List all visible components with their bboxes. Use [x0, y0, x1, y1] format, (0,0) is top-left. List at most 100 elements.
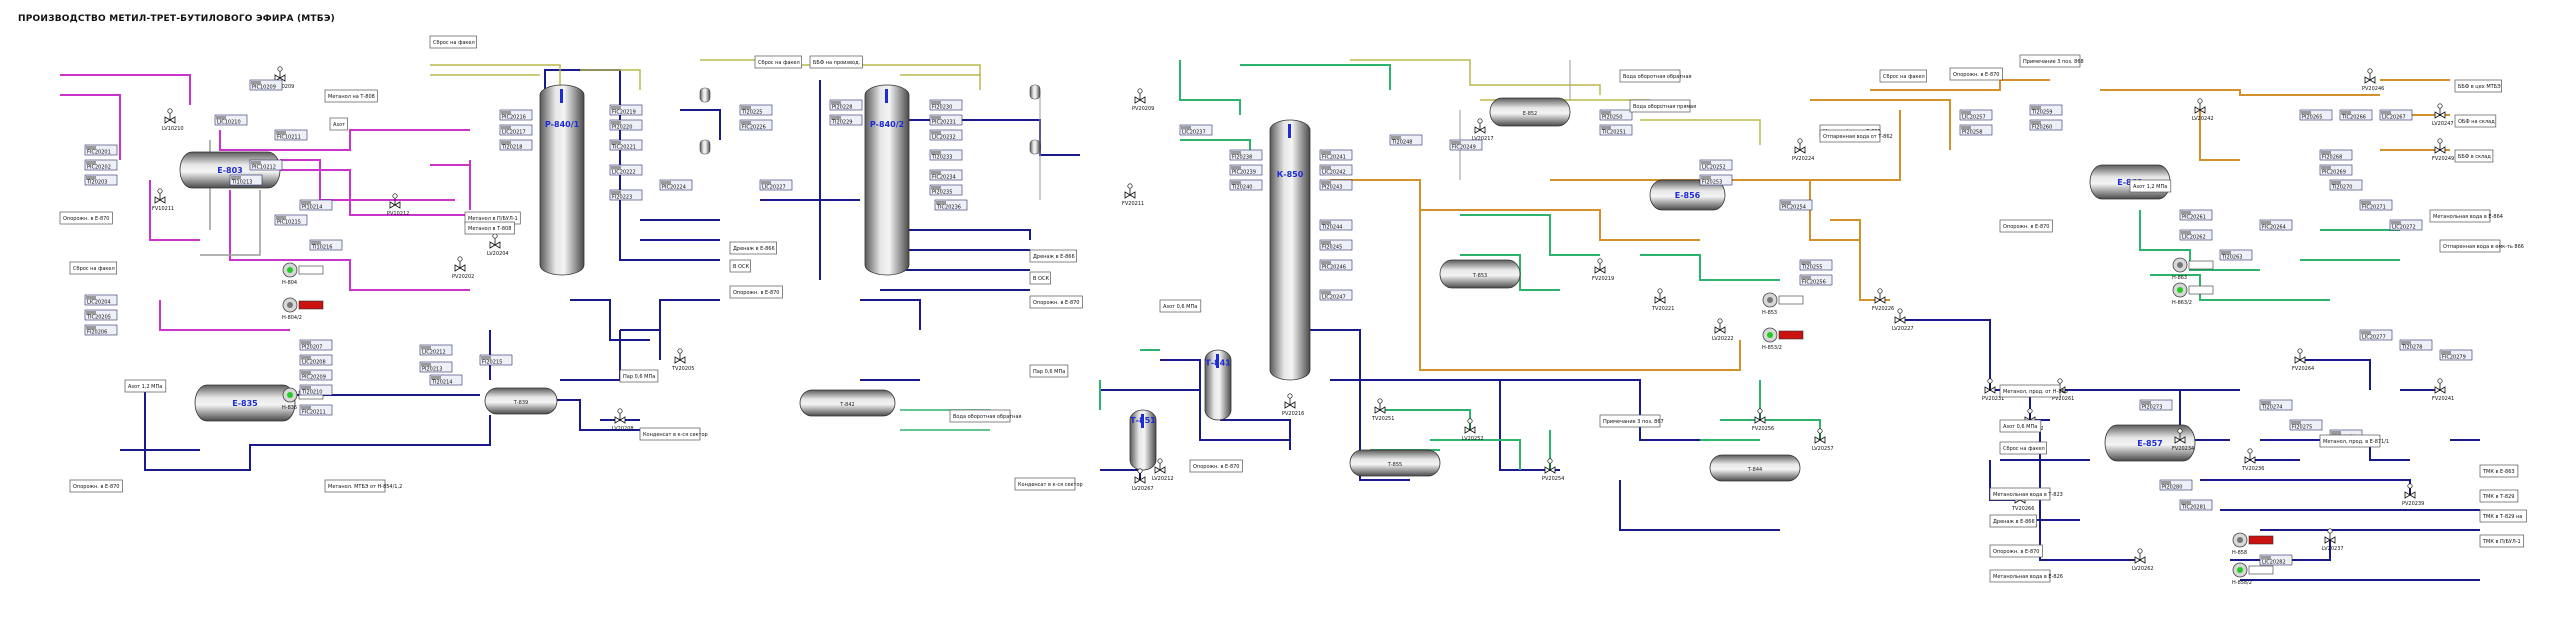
valve-lv20247[interactable]: LV20247	[2432, 103, 2454, 127]
vessel-e-852[interactable]: Е-852	[1489, 97, 1571, 127]
instrument-tag[interactable]: TI20255	[1799, 259, 1833, 271]
valve-lv20262[interactable]: LV20262	[2132, 548, 2154, 572]
vessel-e-857[interactable]: Е-857	[2104, 424, 2196, 462]
instrument-tag[interactable]: TI20278	[2399, 339, 2433, 351]
instrument-tag[interactable]: TI20248	[1389, 134, 1423, 146]
valve-tv20251[interactable]: TV20251	[1371, 398, 1394, 422]
instrument-tag[interactable]: LIC10210	[214, 114, 248, 126]
valve-pv20239[interactable]: PV20239	[2402, 483, 2424, 507]
instrument-tag[interactable]: PI20213	[419, 361, 453, 373]
valve-fv20211[interactable]: FV20211	[1122, 183, 1144, 207]
instrument-tag[interactable]: FIC20211	[299, 404, 333, 416]
instrument-tag[interactable]: PI20235	[929, 184, 963, 196]
instrument-tag[interactable]: TI20270	[2329, 179, 2363, 191]
instrument-tag[interactable]: LIC20237	[1179, 124, 1213, 136]
instrument-tag[interactable]: TI20244	[1319, 219, 1353, 231]
instrument-tag[interactable]: TI10213	[229, 174, 263, 186]
instrument-tag[interactable]: FIC20256	[1799, 274, 1833, 286]
instrument-tag[interactable]: PI20258	[1959, 124, 1993, 136]
instrument-tag[interactable]: LIC20267	[2379, 109, 2413, 121]
valve-lv20204[interactable]: LV20204	[487, 233, 509, 257]
valve-pv20254[interactable]: PV20254	[1542, 458, 1564, 482]
valve-fv20219[interactable]: FV20219	[1592, 258, 1614, 282]
instrument-tag[interactable]: LIC20272	[2389, 219, 2423, 231]
instrument-tag[interactable]: FI20215	[479, 354, 513, 366]
vessel-t-853[interactable]: Т-853	[1439, 259, 1521, 289]
valve-lv20222[interactable]: LV20222	[1712, 318, 1734, 342]
valve-fv10211[interactable]: FV10211	[152, 188, 174, 212]
instrument-tag[interactable]: PIC20224	[659, 179, 693, 191]
instrument-tag[interactable]: LIC20242	[1319, 164, 1353, 176]
instrument-tag[interactable]: TI20263	[2219, 249, 2253, 261]
valve-lv20217[interactable]: LV20217	[1472, 118, 1494, 142]
instrument-tag[interactable]: TI20229	[829, 114, 863, 126]
valve-lv20237[interactable]: LV20237	[2322, 528, 2344, 552]
valve-fv20241[interactable]: FV20241	[2432, 378, 2454, 402]
instrument-tag[interactable]: LIC20282	[2259, 554, 2293, 566]
instrument-tag[interactable]: PIC20254	[1779, 199, 1813, 211]
instrument-tag[interactable]: FI20206	[84, 324, 118, 336]
instrument-tag[interactable]: FI20238	[1229, 149, 1263, 161]
instrument-tag[interactable]: TI20210	[299, 384, 333, 396]
vessel-p-840-1[interactable]: Р-840/1	[539, 84, 585, 276]
valve-pv20209[interactable]: PV20209	[1132, 88, 1154, 112]
instrument-tag[interactable]: FIC20234	[929, 169, 963, 181]
instrument-tag[interactable]: FI20245	[1319, 239, 1353, 251]
pump-н-853[interactable]: Н-853	[1762, 292, 1804, 316]
valve-tv20236[interactable]: TV20236	[2241, 448, 2264, 472]
instrument-tag[interactable]: FI20268	[2319, 149, 2353, 161]
instrument-tag[interactable]: LIC20222	[609, 164, 643, 176]
instrument-tag[interactable]: LIC20232	[929, 129, 963, 141]
pump-н-863-2[interactable]: Н-863/2	[2172, 282, 2214, 306]
vessel-t-842[interactable]: Т-842	[799, 389, 896, 417]
instrument-tag[interactable]: PI20280	[2159, 479, 2193, 491]
instrument-tag[interactable]: PIC10215	[274, 214, 308, 226]
valve-fv20264[interactable]: FV20264	[2292, 348, 2314, 372]
instrument-tag[interactable]: LIC20217	[499, 124, 533, 136]
instrument-tag[interactable]: TI20225	[739, 104, 773, 116]
instrument-tag[interactable]: PI20207	[299, 339, 333, 351]
instrument-tag[interactable]: PIC20261	[2179, 209, 2213, 221]
instrument-tag[interactable]: FIC20241	[1319, 149, 1353, 161]
instrument-tag[interactable]: FIC20226	[739, 119, 773, 131]
instrument-tag[interactable]: PIC20246	[1319, 259, 1353, 271]
instrument-tag[interactable]: PIC20239	[1229, 164, 1263, 176]
instrument-tag[interactable]: TI20218	[499, 139, 533, 151]
instrument-tag[interactable]: TI20233	[929, 149, 963, 161]
valve-tv20205[interactable]: TV20205	[671, 348, 694, 372]
vessel-t-841[interactable]: Т-841	[1204, 349, 1232, 421]
instrument-tag[interactable]: FIC20271	[2359, 199, 2393, 211]
valve-lv20252[interactable]: LV20252	[1462, 418, 1484, 442]
instrument-tag[interactable]: TI20240	[1229, 179, 1263, 191]
instrument-tag[interactable]: PI20228	[829, 99, 863, 111]
valve-pv10212[interactable]: PV10212	[387, 193, 409, 217]
instrument-tag[interactable]: PIC20202	[84, 159, 118, 171]
instrument-tag[interactable]: LIC20262	[2179, 229, 2213, 241]
instrument-tag[interactable]: FI20230	[929, 99, 963, 111]
instrument-tag[interactable]: PIC10209	[249, 79, 283, 91]
valve-lv20227[interactable]: LV20227	[1892, 308, 1914, 332]
vessel-e-835[interactable]: Е-835	[194, 384, 296, 422]
pump-н-804-2[interactable]: Н-804/2	[282, 297, 324, 321]
instrument-tag[interactable]: LIC20277	[2359, 329, 2393, 341]
valve-pv20202[interactable]: PV20202	[452, 256, 474, 280]
valve-lv20267[interactable]: LV20267	[1132, 468, 1154, 492]
pump-н-858-2[interactable]: Н-858/2	[2232, 562, 2274, 586]
instrument-tag[interactable]: PI10214	[299, 199, 333, 211]
instrument-tag[interactable]: FIC20219	[609, 104, 643, 116]
instrument-tag[interactable]: PI20243	[1319, 179, 1353, 191]
instrument-tag[interactable]: PI20265	[2299, 109, 2333, 121]
vessel-e-856[interactable]: Е-856	[1649, 179, 1726, 211]
instrument-tag[interactable]: PIC20269	[2319, 164, 2353, 176]
instrument-tag[interactable]: TIC20221	[609, 139, 643, 151]
valve-lv20212[interactable]: LV20212	[1152, 458, 1174, 482]
instrument-tag[interactable]: PIC10212	[249, 159, 283, 171]
valve-pv20246[interactable]: PV20246	[2362, 68, 2384, 92]
valve-tv20221[interactable]: TV20221	[1651, 288, 1674, 312]
pump-н-853-2[interactable]: Н-853/2	[1762, 327, 1804, 351]
valve-fv20249[interactable]: FV20249	[2432, 138, 2454, 162]
instrument-tag[interactable]: PI20273	[2139, 399, 2173, 411]
instrument-tag[interactable]: LIC20257	[1959, 109, 1993, 121]
instrument-tag[interactable]: LIC20227	[759, 179, 793, 191]
valve-pv20216[interactable]: PV20216	[1282, 393, 1304, 417]
